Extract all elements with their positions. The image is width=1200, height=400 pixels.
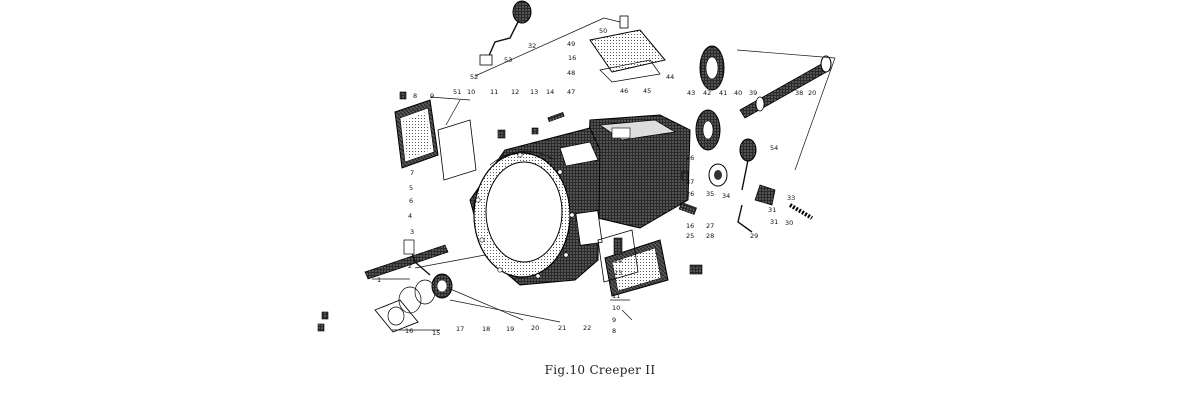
- label-28: 28: [706, 232, 714, 240]
- label-5: 5: [409, 184, 413, 192]
- label-31-lower: 31: [770, 218, 778, 226]
- label-30: 30: [785, 219, 793, 227]
- label-36: 36: [686, 154, 694, 162]
- label-39: 39: [749, 89, 757, 97]
- label-32: 32: [528, 42, 536, 50]
- label-37: 37: [686, 178, 694, 186]
- label-25: 25: [686, 232, 694, 240]
- label-11-lower: 11: [612, 292, 620, 300]
- label-29: 29: [750, 232, 758, 240]
- figure-caption: Fig.10 Creeper II: [544, 363, 656, 377]
- label-10-lower: 10: [612, 304, 620, 312]
- label-26: 26: [686, 190, 694, 198]
- label-16-right: 16: [686, 222, 694, 230]
- shift-linkage-right: [708, 163, 814, 233]
- label-3: 3: [410, 228, 414, 236]
- label-34: 34: [722, 192, 730, 200]
- label-4: 4: [408, 212, 412, 220]
- label-22: 22: [583, 324, 591, 332]
- label-8-lower: 8: [612, 327, 616, 335]
- label-43: 43: [687, 89, 695, 97]
- label-47: 47: [567, 88, 575, 96]
- label-11-upper: 11: [490, 88, 498, 96]
- label-14: 14: [546, 88, 554, 96]
- top-cover-plate: [589, 15, 666, 83]
- label-31-upper: 31: [768, 206, 776, 214]
- label-8-upper: 8: [413, 92, 417, 100]
- label-20-upper: 20: [808, 89, 816, 97]
- label-41: 41: [719, 89, 727, 97]
- label-51: 51: [453, 88, 461, 96]
- label-15: 15: [432, 329, 440, 337]
- label-49: 49: [567, 40, 575, 48]
- label-10-upper: 10: [467, 88, 475, 96]
- label-21: 21: [558, 324, 566, 332]
- label-40: 40: [734, 89, 742, 97]
- label-9-lower: 9: [612, 316, 616, 324]
- label-33: 33: [787, 194, 795, 202]
- label-35: 35: [706, 190, 714, 198]
- label-6: 6: [409, 197, 413, 205]
- input-shaft-assembly: [364, 239, 449, 280]
- label-23: 23: [614, 269, 622, 277]
- label-13: 13: [530, 88, 538, 96]
- label-18: 18: [482, 325, 490, 333]
- label-44: 44: [666, 73, 674, 81]
- label-20-lower: 20: [531, 324, 539, 332]
- part-labels: 1 2 3 4 5 6 7 8 9 10 11 12 13 14 15 16 1…: [377, 27, 816, 337]
- label-50: 50: [599, 27, 607, 35]
- transmission-housing: [469, 114, 691, 286]
- label-52: 52: [470, 73, 478, 81]
- label-38: 38: [795, 89, 803, 97]
- label-24: 24: [614, 257, 622, 265]
- label-19: 19: [506, 325, 514, 333]
- label-42: 42: [703, 89, 711, 97]
- shift-lever-knob-right: [739, 138, 757, 191]
- label-53: 53: [504, 56, 512, 64]
- misc-fasteners: [317, 91, 703, 332]
- label-27: 27: [706, 222, 714, 230]
- label-17: 17: [456, 325, 464, 333]
- label-48: 48: [567, 69, 575, 77]
- label-16-top: 16: [568, 54, 576, 62]
- bearing-cover-assembly: [374, 273, 453, 333]
- label-54: 54: [770, 144, 778, 152]
- side-cover-plate-left: [394, 99, 439, 169]
- label-16-left: 16: [405, 327, 413, 335]
- countershaft: [739, 55, 832, 119]
- gear-upper: [699, 45, 725, 91]
- label-1: 1: [377, 276, 381, 284]
- label-45: 45: [643, 87, 651, 95]
- label-12: 12: [511, 88, 519, 96]
- shift-lever-upper: [479, 0, 532, 66]
- label-9-upper: 9: [430, 92, 434, 100]
- gasket-right: [597, 229, 639, 283]
- gasket-left: [437, 119, 477, 181]
- label-2: 2: [408, 262, 412, 270]
- label-46: 46: [620, 87, 628, 95]
- leader-lines: [372, 17, 836, 331]
- label-7: 7: [410, 169, 414, 177]
- gear-lower: [695, 109, 721, 151]
